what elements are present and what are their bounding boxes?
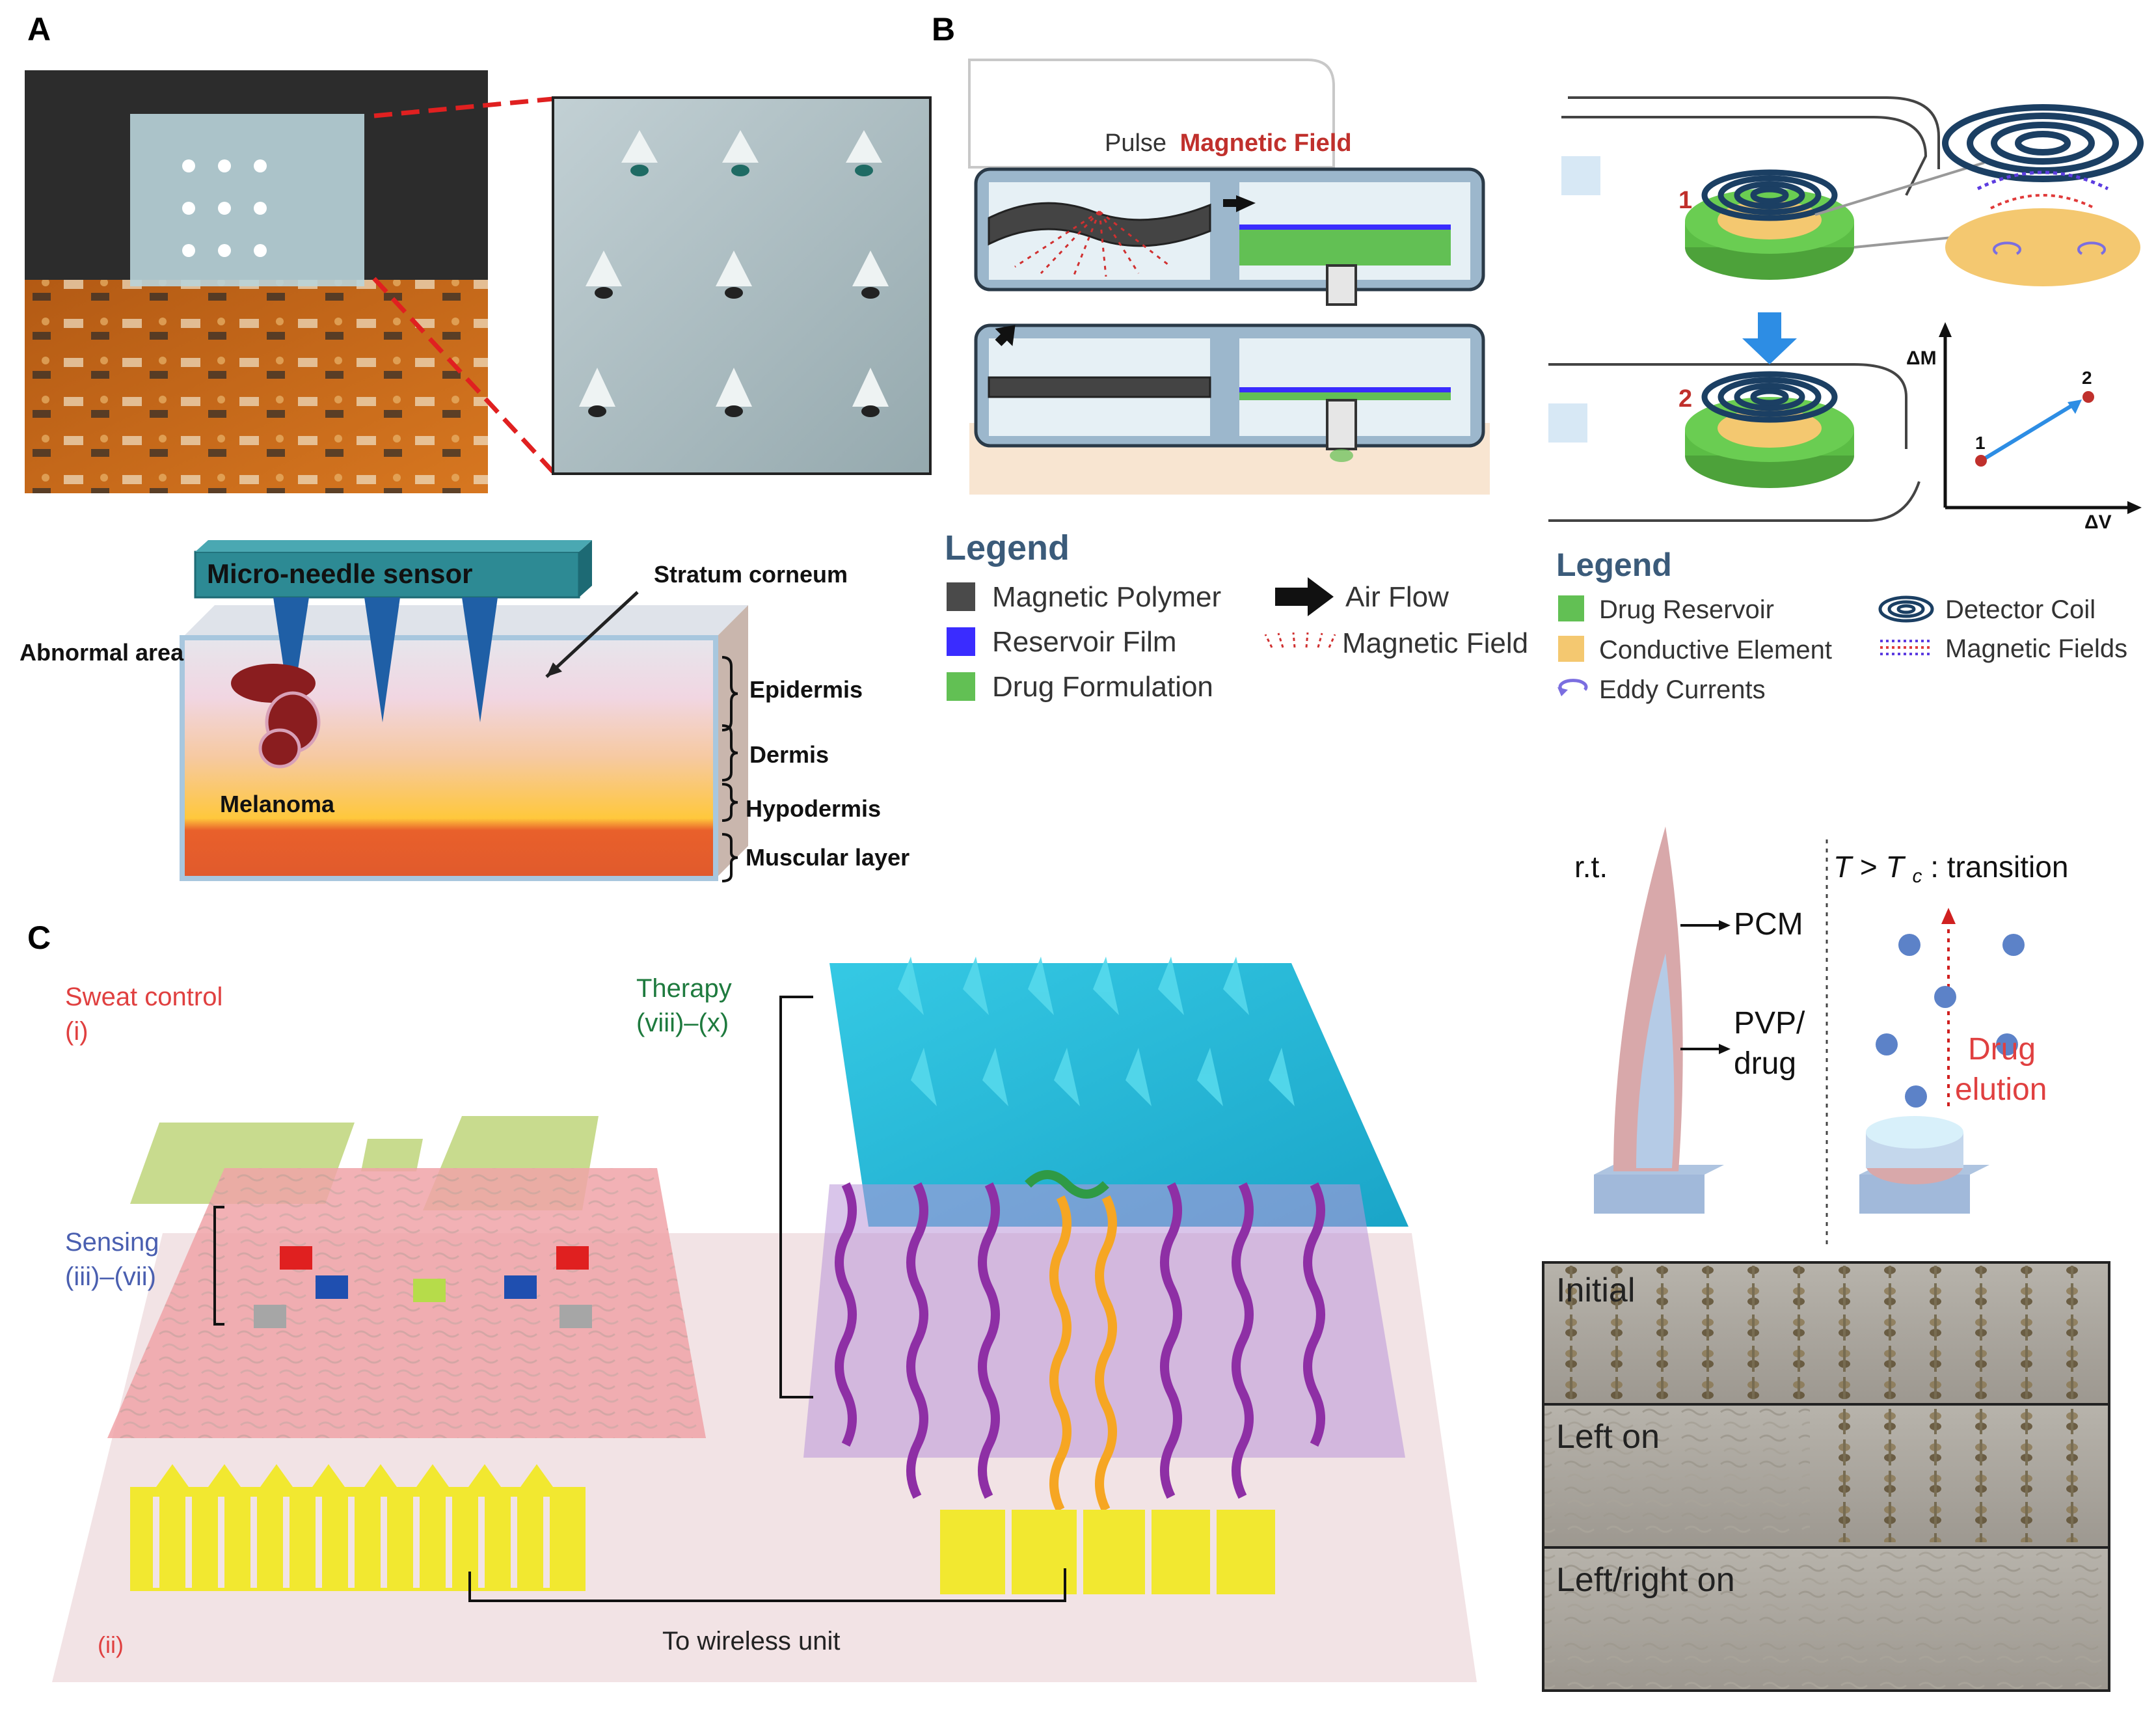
photo-strips — [1542, 1261, 2110, 1692]
legend-air-flow: Air Flow — [1345, 581, 1449, 613]
drug-label-1: Drug — [1968, 1032, 2036, 1067]
photo-label-left-on: Left on — [1556, 1418, 1660, 1456]
layer-epidermis: Epidermis — [749, 676, 863, 703]
legend-polymer: Magnetic Polymer — [992, 581, 1221, 613]
legend-conductive: Conductive Element — [1599, 636, 1832, 664]
device-diagram — [52, 957, 1477, 1682]
svg-text:Pulse Magnetic Field: Pulse Magnetic Field — [1105, 129, 1352, 157]
tc-symbol: T — [1886, 850, 1906, 884]
air-flow-icon — [1275, 577, 1334, 616]
panel-label-c: C — [27, 919, 51, 956]
eddy-current-icon — [1558, 679, 1588, 691]
pvp-label-2: drug — [1734, 1046, 1796, 1081]
legend-detector-coil: Detector Coil — [1945, 595, 2095, 624]
needle-tip — [621, 130, 658, 176]
therapy-label: Therapy — [636, 974, 732, 1003]
panel-label-b: B — [932, 11, 955, 48]
legend-swatch-polymer — [947, 582, 975, 611]
transition-label: : transition — [1930, 850, 2068, 884]
layer-dermis: Dermis — [749, 741, 829, 768]
skin-diagram — [180, 540, 748, 881]
therapy-num: (viii)–(x) — [636, 1009, 729, 1037]
needle-tip — [586, 251, 622, 299]
graph-x-axis: ΔV — [2084, 511, 2112, 533]
sensing-label: Sensing — [65, 1228, 159, 1257]
stratum-label: Stratum corneum — [654, 561, 848, 588]
sweat-control-num: (i) — [65, 1017, 88, 1046]
ii-label: (ii) — [98, 1631, 124, 1658]
graph-point-1 — [1975, 455, 1987, 467]
coil-step-1: 1 — [1678, 187, 1692, 214]
wireless-label: To wireless unit — [662, 1627, 840, 1655]
legend-swatch-drug — [947, 672, 975, 701]
needle-tip — [716, 368, 752, 417]
legend1-title: Legend — [945, 528, 1070, 567]
legend-drug: Drug Formulation — [992, 671, 1213, 703]
zoom-photo — [552, 96, 932, 475]
coil-step-2: 2 — [1678, 385, 1692, 413]
legend-magnetic-field: Magnetic Field — [1342, 627, 1528, 659]
pcm-diagram — [1594, 826, 2025, 1249]
legend-magnetic-fields: Magnetic Fields — [1945, 634, 2127, 663]
layer-muscular: Muscular layer — [746, 844, 910, 871]
graph-point-2 — [2082, 391, 2094, 403]
photo-label-initial: Initial — [1556, 1272, 1635, 1309]
legend2-title: Legend — [1556, 547, 1672, 583]
svg-text:T > T c : tr: T > T c : transition — [1833, 850, 2068, 889]
needle-tip — [716, 251, 752, 299]
legend-reservoir: Drug Reservoir — [1599, 595, 1774, 624]
drug-label-2: elution — [1955, 1072, 2047, 1107]
panel-label-a: A — [27, 11, 51, 48]
pulse-field: Magnetic Field — [1180, 129, 1352, 157]
legend-swatch-film — [947, 627, 975, 656]
needle-tip — [579, 368, 615, 417]
pulse-prefix: Pulse — [1105, 129, 1166, 157]
sensing-num: (iii)–(vii) — [65, 1262, 156, 1291]
graph-y-axis: ΔM — [1906, 347, 1937, 369]
coil-diagram — [1548, 96, 2144, 522]
legend-swatch-reservoir — [1558, 595, 1584, 621]
needle-tip — [722, 130, 759, 176]
magnetic-fields-icon — [1880, 640, 1931, 655]
pvp-label-1: PVP/ — [1734, 1006, 1805, 1041]
layer-hypodermis: Hypodermis — [746, 795, 881, 822]
legend-film: Reservoir Film — [992, 626, 1177, 658]
graph-label-1: 1 — [1975, 433, 1986, 453]
tc-subscript: c — [1912, 865, 1922, 887]
pump-diagram — [968, 59, 1490, 495]
graph-label-2: 2 — [2082, 368, 2092, 388]
pcm-label: PCM — [1734, 907, 1803, 942]
detector-coil-icon — [1878, 595, 1934, 623]
zoom-line — [373, 96, 554, 118]
needle-tip — [846, 130, 882, 176]
micro-needle — [364, 597, 400, 722]
t-symbol: T — [1833, 850, 1853, 884]
micro-needle — [462, 597, 498, 722]
abnormal-label: Abnormal area — [20, 639, 184, 666]
sensor-label: Micro-needle sensor — [207, 558, 472, 589]
layer-brackets — [721, 656, 738, 882]
zoom-line — [372, 277, 555, 474]
rt-label: r.t. — [1574, 850, 1608, 884]
needle-tip — [852, 251, 889, 299]
sweat-control-label: Sweat control — [65, 983, 222, 1011]
legend-swatch-conductive — [1558, 636, 1584, 662]
micro-needle — [273, 597, 309, 716]
photo-label-left-right-on: Left/right on — [1556, 1561, 1735, 1599]
dm-dv-graph — [1939, 322, 2142, 514]
needle-tip — [852, 368, 889, 417]
sensor-photo — [25, 70, 488, 493]
magnetic-field-icon — [1264, 632, 1336, 648]
legend-eddy: Eddy Currents — [1599, 675, 1766, 704]
melanoma-label: Melanoma — [220, 791, 335, 817]
gt-symbol: > — [1860, 850, 1886, 884]
melanoma-mass — [231, 664, 321, 769]
